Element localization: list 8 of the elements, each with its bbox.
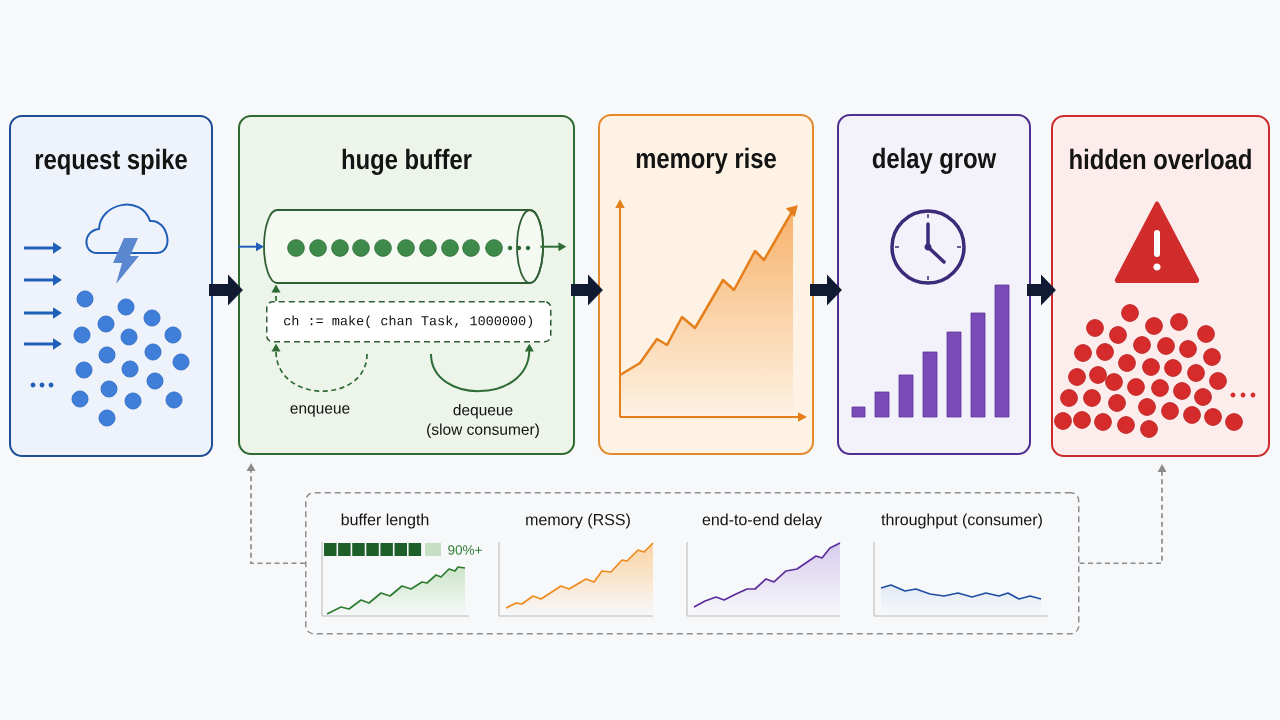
edge-label: dequeue (slow consumer) [422,402,544,440]
chart-title: throughput (consumer) [881,513,1042,529]
percent-label: 90%+ [448,545,482,555]
chart-title: buffer length [341,513,429,529]
code-box: ch := make( chan Task, 1000000) [266,301,552,343]
chart-title: memory (RSS) [526,513,630,529]
chart-title: end-to-end delay [702,513,822,529]
arrow [246,463,306,565]
